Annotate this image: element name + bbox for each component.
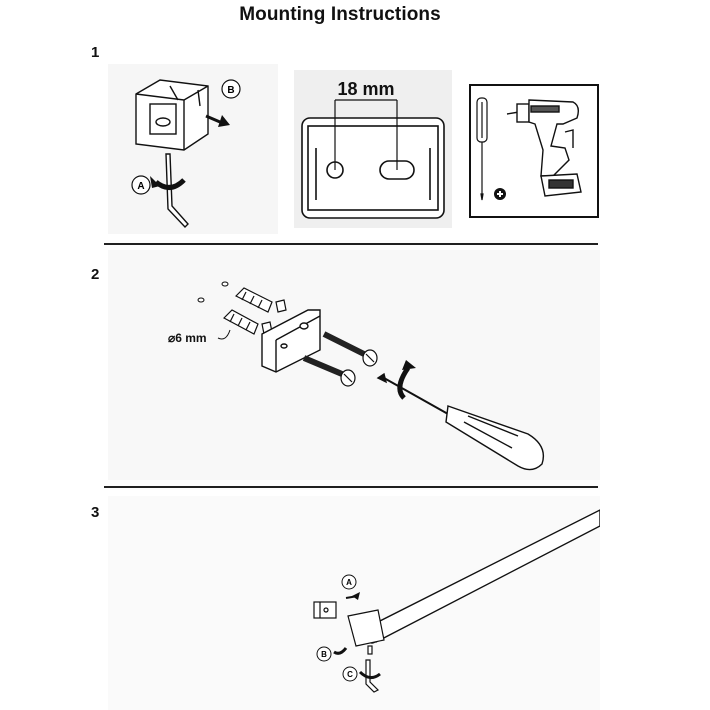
step-2-illustration: ⌀6 mm xyxy=(108,250,600,480)
label-a-text: A xyxy=(346,578,352,587)
screwdriver-icon xyxy=(476,97,488,201)
label-b-badge: B xyxy=(221,79,241,99)
diameter-label: ⌀6 mm xyxy=(168,331,207,345)
label-b-text: B xyxy=(227,85,234,96)
label-a-badge: A xyxy=(131,175,151,195)
step-1-measurement-illustration: 18 mm xyxy=(294,70,452,228)
label-c-badge: C xyxy=(342,666,358,682)
arrow-b xyxy=(205,114,230,127)
step-2-number: 2 xyxy=(91,266,100,283)
step-1-bracket-illustration: B A xyxy=(108,64,278,234)
rotate-arrow-icon xyxy=(150,176,186,190)
measure-label: 18 mm xyxy=(337,79,394,99)
divider-2 xyxy=(104,486,598,488)
step-3-number: 3 xyxy=(91,504,100,521)
wall-bracket xyxy=(313,601,337,619)
label-c-text: C xyxy=(347,670,353,679)
page-title: Mounting Instructions xyxy=(239,4,441,25)
plus-icon xyxy=(494,188,506,200)
wall-plug xyxy=(234,287,287,313)
screw xyxy=(322,331,378,367)
step-3-illustration: A B C xyxy=(108,496,600,710)
allen-key-icon xyxy=(165,153,189,229)
screw xyxy=(302,355,356,387)
rotate-arrow-icon xyxy=(397,360,416,400)
label-b-text: B xyxy=(321,650,327,659)
allen-key-icon xyxy=(365,659,380,693)
step-1-number: 1 xyxy=(91,44,100,61)
label-a-badge: A xyxy=(341,574,357,590)
label-b-badge: B xyxy=(316,646,332,662)
drill-icon xyxy=(506,99,582,197)
label-a-text: A xyxy=(137,181,144,192)
end-cap xyxy=(347,609,385,647)
divider-1 xyxy=(104,243,598,245)
step-1-tools-box xyxy=(469,84,599,218)
screwdriver-icon xyxy=(376,372,545,471)
